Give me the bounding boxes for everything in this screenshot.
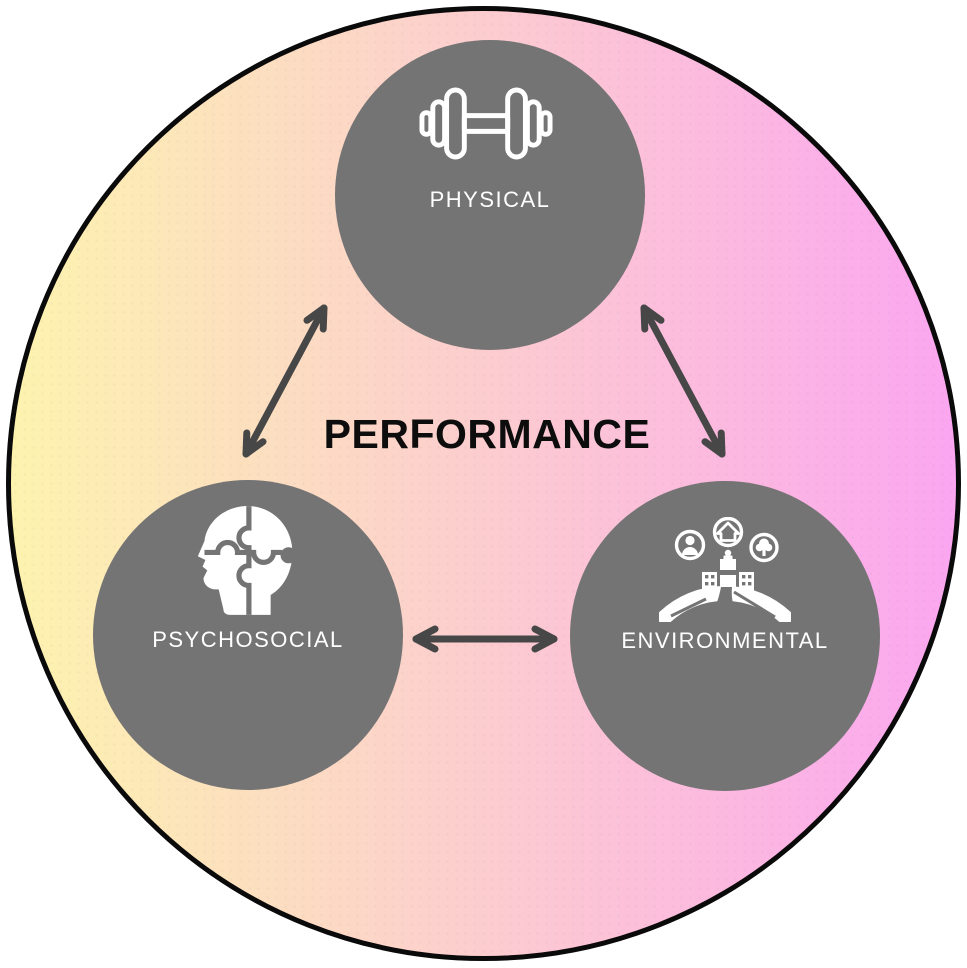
node-environmental-label: ENVIRONMENTAL (621, 628, 829, 653)
node-physical: PHYSICAL (335, 40, 645, 350)
diagram-title: PERFORMANCE (323, 411, 651, 457)
node-psychosocial: PSYCHOSOCIAL (93, 480, 403, 790)
node-psychosocial-label: PSYCHOSOCIAL (152, 627, 344, 652)
node-environmental: ENVIRONMENTAL (570, 481, 880, 791)
city-environment-icon (659, 517, 791, 622)
node-physical-label: PHYSICAL (429, 187, 551, 212)
dumbbell-icon (419, 87, 553, 160)
head-puzzle-icon (197, 505, 297, 615)
